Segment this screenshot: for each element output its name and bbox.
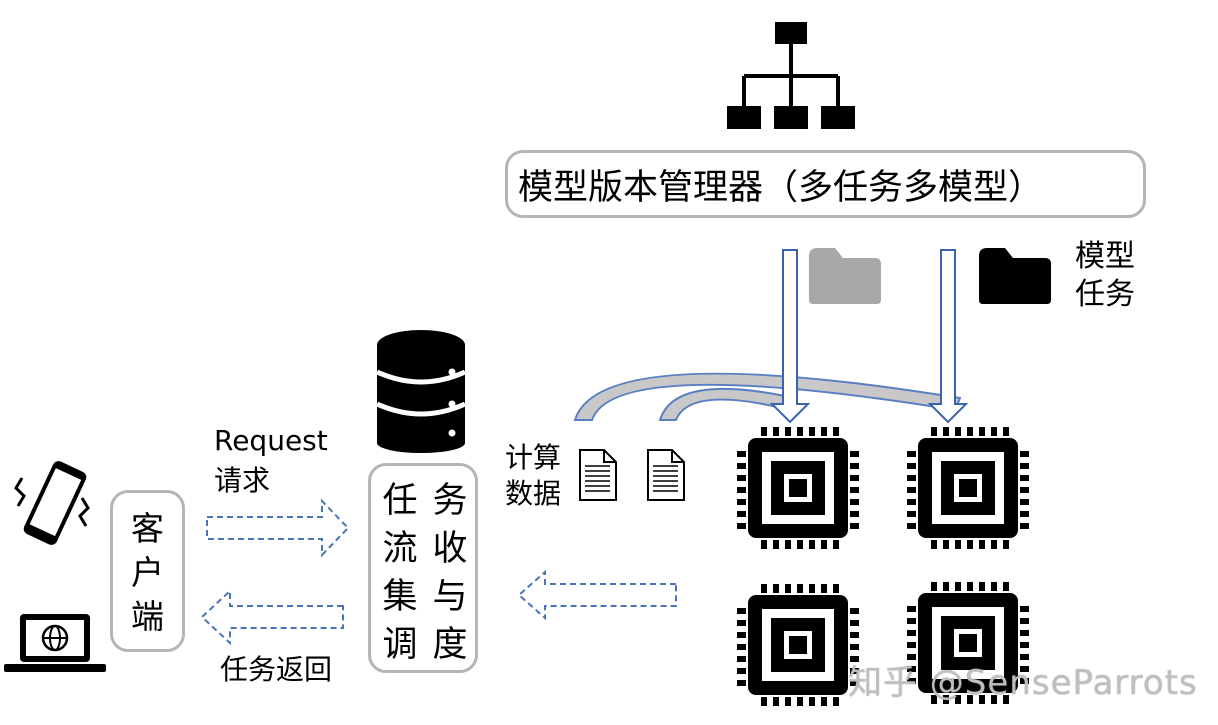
collector-label-char: 度 <box>432 625 468 665</box>
client-label-char: 客 <box>131 509 164 548</box>
legend-model-label: 模型 <box>1075 239 1135 274</box>
collector-label-char: 调 <box>382 625 418 665</box>
document-icon <box>647 449 685 501</box>
client-label-char: 户 <box>131 553 164 592</box>
compute-data-line: 计算 <box>505 441 562 474</box>
collector-label-char: 集 <box>382 577 418 617</box>
collector-label-char: 与 <box>432 577 468 617</box>
hierarchy-icon <box>727 22 855 129</box>
compute-data-line: 数据 <box>505 477 562 510</box>
model-dispatch-arrow-2 <box>927 249 969 424</box>
database-icon <box>375 330 467 453</box>
request-arrow <box>206 498 350 558</box>
folder-icon <box>809 248 881 304</box>
task-collector-scheduler-box: 任 务 流 收 集 与 调 度 <box>368 463 478 673</box>
result-arrow <box>517 569 677 621</box>
collector-label-char: 流 <box>382 529 418 569</box>
laptop-globe-icon <box>4 614 106 672</box>
model-version-manager-box: 模型版本管理器（多任务多模型） <box>505 150 1146 218</box>
client-box: 客 户 端 <box>110 490 185 652</box>
chip-icon <box>907 427 1029 549</box>
model-version-manager-label: 模型版本管理器（多任务多模型） <box>518 167 1044 208</box>
chip-icon <box>737 427 859 549</box>
folder-icon <box>979 248 1051 304</box>
watermark: 知乎 @SenseParrots <box>848 663 1198 703</box>
collector-label-char: 务 <box>432 481 468 521</box>
legend-task-label: 任务 <box>1075 277 1135 312</box>
return-arrow <box>200 588 344 646</box>
client-label-char: 端 <box>131 597 164 636</box>
model-dispatch-arrow-1 <box>769 249 811 424</box>
legend-label: 模型 任务 <box>1075 238 1135 314</box>
document-icon <box>579 449 617 501</box>
task-return-label: 任务返回 <box>220 653 333 686</box>
chip-icon <box>737 584 859 706</box>
collector-label-char: 收 <box>432 529 468 569</box>
request-label-en: Request <box>214 424 328 457</box>
phone-icon <box>14 461 90 545</box>
request-label-zh: 请求 <box>214 464 271 497</box>
collector-label-char: 任 <box>382 481 418 521</box>
compute-data-label: 计算 数据 <box>505 440 561 512</box>
